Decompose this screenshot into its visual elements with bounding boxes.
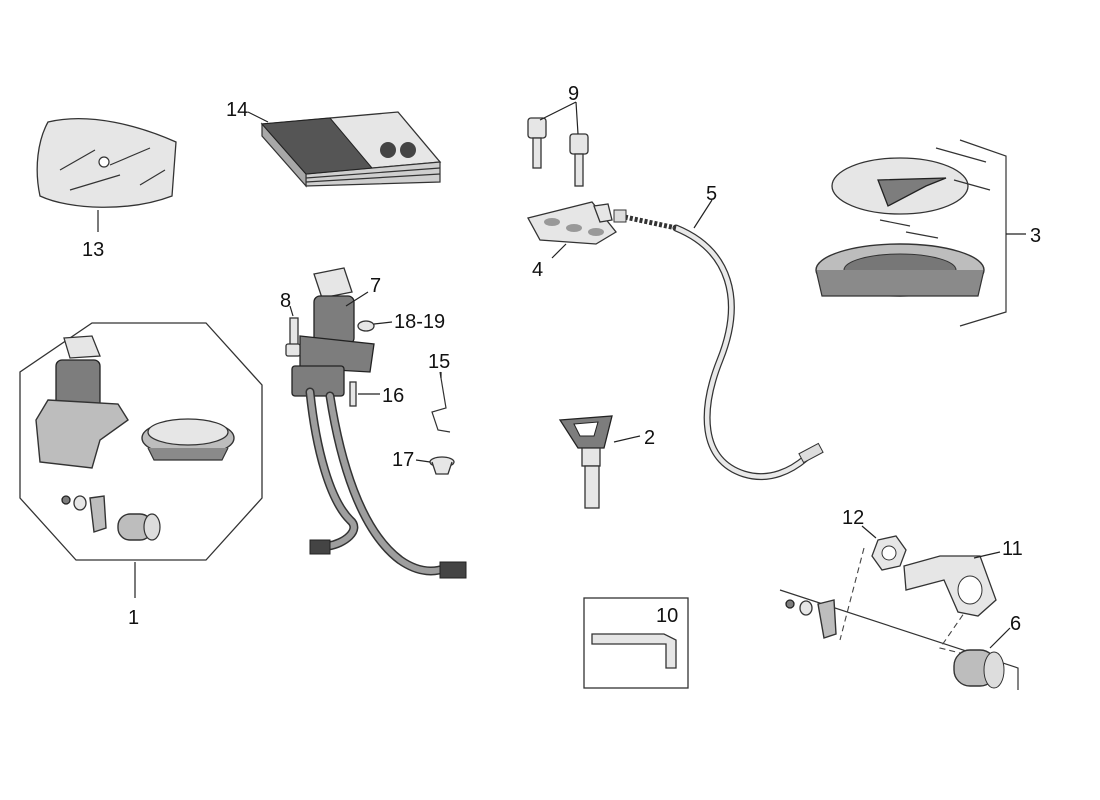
part-16-screw (349, 381, 380, 407)
part-4-bracket (527, 201, 617, 259)
part-9-bolts (527, 101, 589, 187)
label-6: 6 (1010, 613, 1021, 635)
part-17-grommet (415, 456, 455, 475)
part-2-key (558, 415, 641, 509)
part-14-owners-manual (247, 111, 442, 188)
part-7-ignition-switch (291, 267, 467, 579)
part-1-lock-kit (19, 322, 263, 598)
part-13-cover-bag (36, 118, 177, 232)
label-14: 14 (226, 99, 248, 121)
label-18-19: 18-19 (394, 311, 445, 333)
label-11: 11 (1002, 538, 1023, 560)
label-4: 4 (532, 259, 543, 281)
part-5-cable (613, 199, 824, 481)
label-7: 7 (370, 275, 381, 297)
label-17: 17 (392, 449, 414, 471)
label-16: 16 (382, 385, 404, 407)
part-8-screw (285, 305, 301, 357)
label-1: 1 (128, 607, 139, 629)
label-9: 9 (568, 83, 579, 105)
label-15: 15 (428, 351, 450, 373)
part-3-fuel-cap (815, 139, 1026, 327)
label-12: 12 (842, 507, 864, 529)
label-2: 2 (644, 427, 655, 449)
label-5: 5 (706, 183, 717, 205)
label-13: 13 (82, 239, 104, 261)
label-10: 10 (656, 605, 678, 627)
label-8: 8 (280, 290, 291, 312)
part-10-allen-key (583, 597, 689, 689)
part-6-11-12-seat-lock (779, 525, 1019, 690)
part-15-clip (431, 371, 451, 433)
part-18-19-washer (357, 320, 393, 332)
label-3: 3 (1030, 225, 1041, 247)
